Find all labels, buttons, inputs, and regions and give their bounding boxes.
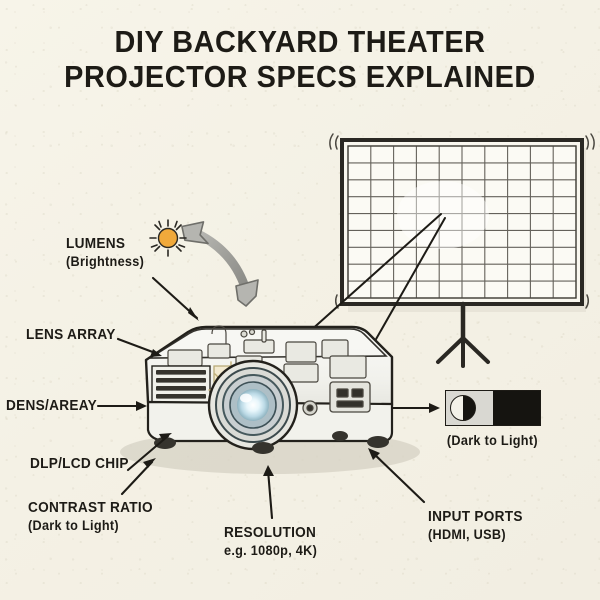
callout-lumens-subtitle: (Brightness) <box>66 254 145 269</box>
callout-dens-areay: DENS/AREAY <box>6 398 103 415</box>
callout-contrast-ratio-title: CONTRAST RATIO <box>28 500 153 516</box>
contrast-swatch <box>445 390 541 426</box>
callout-dlp-lcd-chip-title: DLP/LCD CHIP <box>30 456 129 472</box>
screen-motion-marks <box>329 133 595 309</box>
projector-internals <box>167 325 367 383</box>
projection-screen <box>329 133 595 368</box>
callout-lens-array: LENS ARRAY <box>26 327 121 344</box>
input-ports-panel <box>302 381 371 416</box>
contrast-swatch-caption-text: (Dark to Light) <box>446 433 538 448</box>
callout-contrast-ratio-subtitle: (Dark to Light) <box>28 518 119 533</box>
projector-lens <box>207 359 299 451</box>
callout-resolution-title: RESOLUTION <box>224 525 317 541</box>
swatch-dark-half <box>493 391 540 425</box>
sun-icon <box>149 219 187 257</box>
callout-dens-areay-title: DENS/AREAY <box>6 398 97 414</box>
callout-input-ports-title: INPUT PORTS <box>428 509 523 525</box>
curved-brightness-arrow <box>181 221 259 307</box>
swatch-light-half <box>446 391 493 425</box>
callout-resolution-subtitle: e.g. 1080p, 4K) <box>224 543 318 558</box>
tripod-stand <box>436 301 490 368</box>
screen-grid <box>348 146 576 298</box>
callout-input-ports-subtitle: (HDMI, USB) <box>428 527 506 542</box>
projector-feet <box>154 431 389 454</box>
contrast-swatch-caption: (Dark to Light) <box>444 432 541 449</box>
leader-arrows <box>96 276 440 520</box>
callout-lens-array-title: LENS ARRAY <box>26 327 116 343</box>
projector-illustration <box>144 325 394 454</box>
callout-contrast-ratio: CONTRAST RATIO (Dark to Light) <box>28 500 161 534</box>
callout-dlp-lcd-chip: DLP/LCD CHIP <box>30 456 135 473</box>
callout-lumens: LUMENS (Brightness) <box>66 236 149 270</box>
callout-resolution: RESOLUTION e.g. 1080p, 4K) <box>224 525 323 559</box>
callout-input-ports: INPUT PORTS (HDMI, USB) <box>428 509 529 543</box>
callout-lumens-title: LUMENS <box>66 236 126 252</box>
half-moon-icon <box>450 395 476 421</box>
